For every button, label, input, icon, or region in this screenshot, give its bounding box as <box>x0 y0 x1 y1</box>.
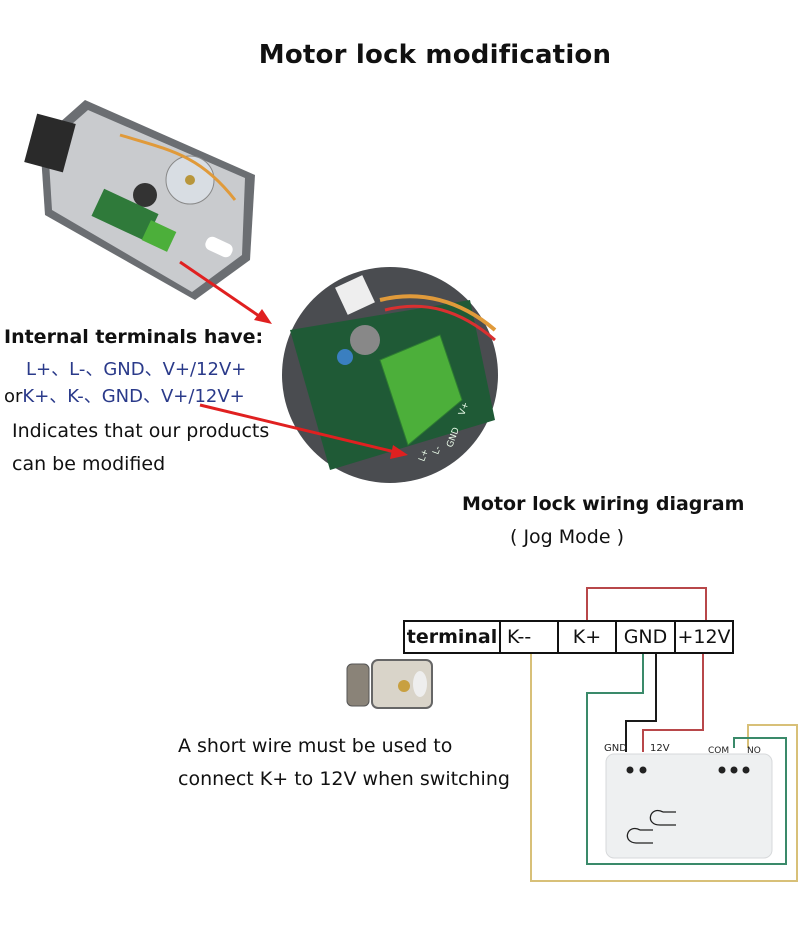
terminal-header: terminal <box>405 622 501 652</box>
terminal-option-2: K+、K-、GND、V+/12V+ <box>22 386 245 407</box>
internal-terminals-heading: Internal terminals have: <box>4 326 264 348</box>
board-label-l-plus: L+ <box>417 448 431 463</box>
motor-lock-photo <box>24 100 255 300</box>
jog-mode-label: ( Jog Mode ) <box>510 526 624 548</box>
pointer-arrows <box>179 260 408 459</box>
rim-lock-photo <box>346 659 433 709</box>
module-label-com: COM <box>708 746 729 756</box>
terminal-option-2-row: orK+、K-、GND、V+/12V+ <box>4 382 245 408</box>
terminal-12v: +12V <box>677 626 731 648</box>
board-label-l-minus: L- <box>431 445 443 456</box>
or-label: or <box>4 386 23 407</box>
terminal-gnd: GND <box>617 622 676 652</box>
relay-module: GND 12V COM NO <box>604 743 773 859</box>
module-label-no: NO <box>747 746 761 756</box>
note-line-2: connect K+ to 12V when switching <box>178 768 510 790</box>
wiring-lines <box>530 587 798 882</box>
terminal-k-plus: K+ <box>559 622 617 652</box>
terminal-option-1: L+、L-、GND、V+/12V+ <box>26 359 247 380</box>
page-title: Motor lock modification <box>258 40 612 70</box>
terminal-table: terminal K-- K+ GND +12V <box>403 620 734 654</box>
module-label-gnd: GND <box>604 743 627 754</box>
note-line-1: A short wire must be used to <box>178 735 453 757</box>
wiring-diagram-title: Motor lock wiring diagram <box>462 493 745 515</box>
terminal-k-minus: K-- <box>501 622 559 652</box>
module-label-12v: 12V <box>650 743 670 754</box>
description-line-1: Indicates that our products <box>12 420 270 442</box>
terminal-closeup-photo: L+ L- GND V+ <box>282 267 498 483</box>
board-label-v-plus: V+ <box>457 401 471 417</box>
description-line-2: can be modified <box>12 453 166 475</box>
